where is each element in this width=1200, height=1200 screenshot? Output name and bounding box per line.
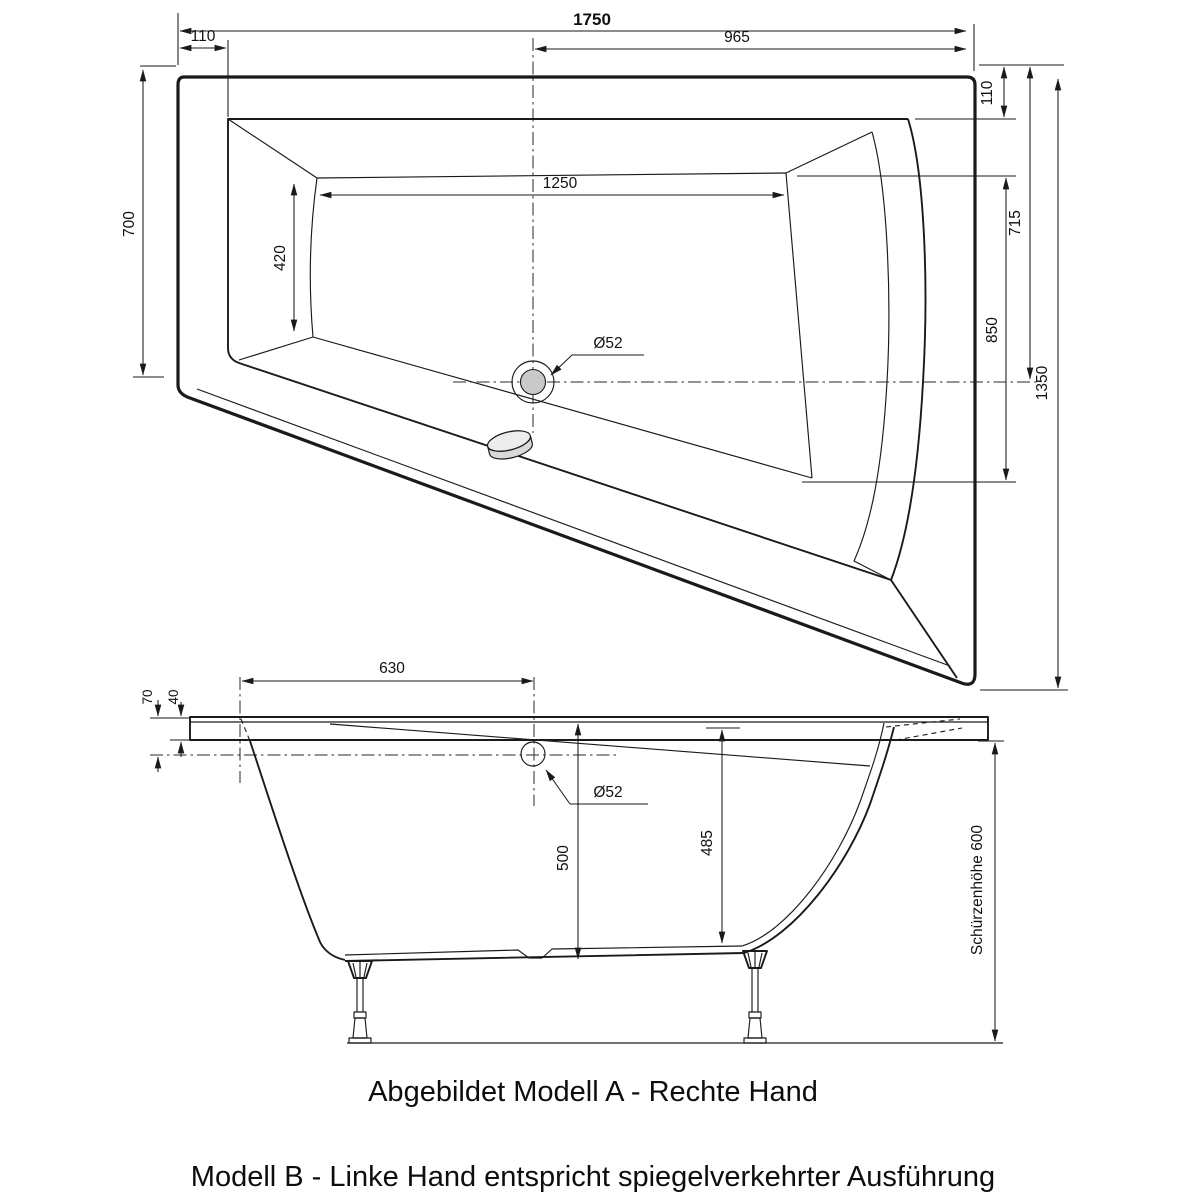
- dim-label-485: 485: [699, 830, 716, 856]
- rim-band: [189, 716, 989, 741]
- top-view: 1750 110 965 700 110 850: [121, 10, 1068, 691]
- drain-side: [520, 741, 546, 767]
- overflow-knob: [486, 430, 533, 460]
- dim-1350: 1350: [980, 78, 1068, 691]
- dim-label-40: 40: [166, 689, 181, 704]
- dim-715: 715: [1007, 66, 1034, 380]
- far-wall-edge: [329, 723, 871, 767]
- deck-edge-highlight: [196, 388, 951, 667]
- dim-420: 420: [272, 183, 298, 332]
- outer-shell-line: [344, 726, 895, 962]
- dim-label-715: 715: [1007, 210, 1024, 236]
- front-slope: [249, 740, 346, 961]
- drain-callout-top: Ø52: [550, 335, 644, 376]
- drain-callout-side: Ø52: [545, 769, 648, 805]
- dim-apron-600: Schürzenhöhe 600: [969, 740, 1004, 1042]
- dim-110-right: 110: [915, 64, 1064, 120]
- dim-label-110-right: 110: [979, 80, 996, 105]
- dim-label-1750: 1750: [573, 10, 611, 29]
- backrest-inner-curve: [853, 131, 892, 581]
- dim-1750: 1750: [177, 10, 975, 71]
- dim-965: 965: [534, 29, 967, 53]
- dim-label-110-left: 110: [191, 28, 216, 45]
- drain-label-top: Ø52: [593, 335, 622, 352]
- caption-model-a: Abgebildet Modell A - Rechte Hand: [368, 1076, 818, 1108]
- dim-label-700: 700: [121, 211, 138, 237]
- dim-label-70: 70: [140, 689, 155, 704]
- dim-label-500: 500: [555, 845, 572, 871]
- dim-1250: 1250: [319, 175, 785, 199]
- dim-70: 70: [140, 689, 190, 772]
- dim-700: 700: [121, 69, 164, 378]
- dim-label-420: 420: [272, 245, 289, 271]
- dim-label-850: 850: [984, 317, 1001, 343]
- dim-500: 500: [555, 723, 582, 960]
- dim-label-630: 630: [379, 660, 405, 677]
- drain-top: [511, 360, 555, 404]
- foot-chamfer-line: [785, 131, 873, 174]
- inner-bottom-line: [344, 722, 885, 959]
- dim-110-left: 110: [140, 28, 229, 117]
- hidden-edge-right-1: [885, 718, 961, 728]
- dim-label-apron: Schürzenhöhe 600: [969, 825, 986, 956]
- foot-right: [742, 950, 768, 1044]
- head-chamfer-line: [227, 118, 318, 179]
- drain-label-side: Ø52: [593, 784, 622, 801]
- hidden-edge-right-2: [895, 727, 963, 741]
- dim-label-965: 965: [724, 29, 750, 46]
- dim-40: 40: [166, 689, 192, 757]
- dim-label-1350: 1350: [1034, 365, 1051, 400]
- dim-630: 630: [241, 660, 534, 685]
- backrest-outer-curve: [890, 118, 927, 581]
- dim-485: 485: [699, 727, 740, 944]
- captions: Abgebildet Modell A - Rechte Hand Modell…: [191, 1076, 995, 1193]
- tub-outer-outline: [176, 75, 977, 686]
- foot-left: [347, 960, 373, 1044]
- dim-label-1250: 1250: [543, 175, 578, 192]
- caption-model-b: Modell B - Linke Hand entspricht spiegel…: [191, 1161, 995, 1193]
- front-slope-hidden: [240, 718, 251, 742]
- basin-outline: [238, 172, 813, 479]
- dim-850: 850: [797, 175, 1016, 483]
- rim-inner-outline: [227, 118, 958, 679]
- side-view: 630 70 40 Ø52 500 485: [140, 660, 1004, 1044]
